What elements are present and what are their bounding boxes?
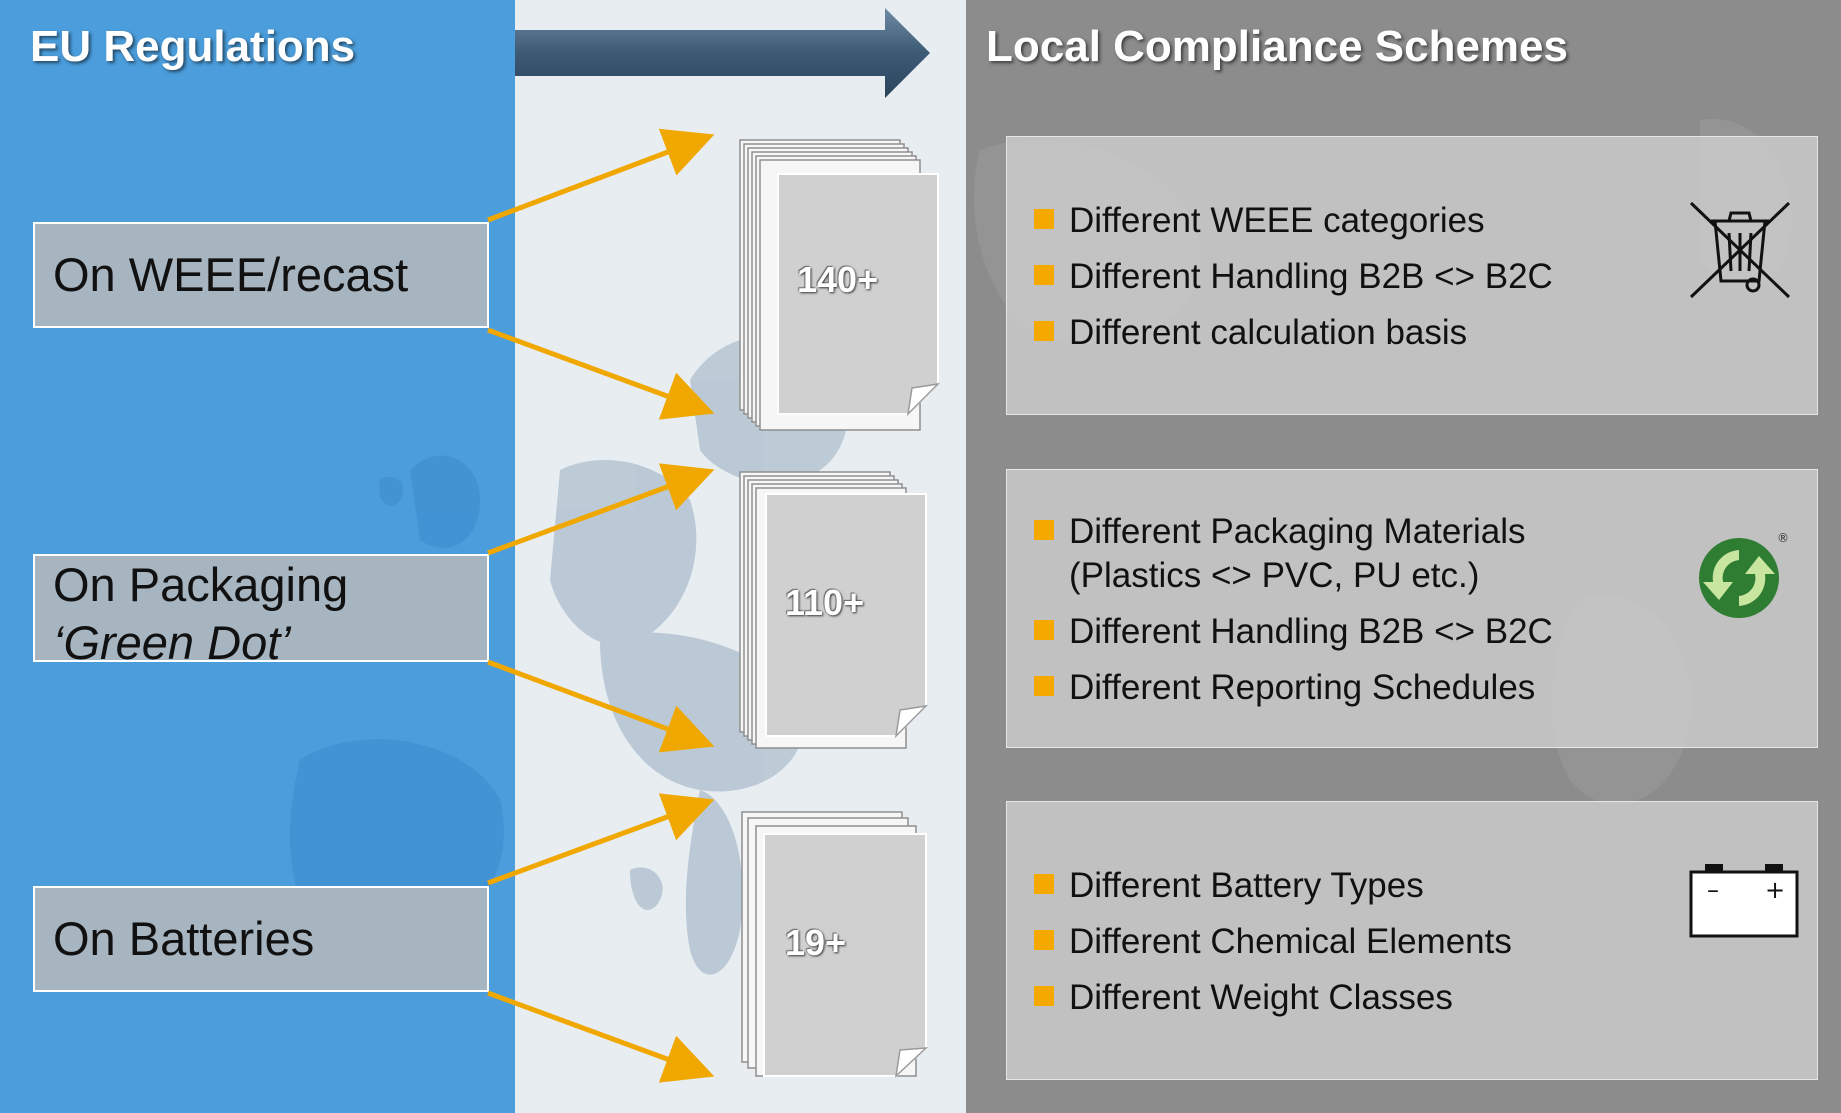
arrow-weee-bottom bbox=[487, 327, 715, 420]
arrow-weee-top bbox=[487, 128, 715, 223]
list-item: Different WEEE categories bbox=[1029, 199, 1553, 243]
arrow-packaging-top bbox=[487, 463, 715, 556]
scheme-packaging-list: Different Packaging Materials (Plastics … bbox=[1029, 510, 1553, 722]
list-item: Different Reporting Schedules bbox=[1029, 666, 1553, 710]
list-item: Different Handling B2B <> B2C bbox=[1029, 255, 1553, 299]
regulation-label: On Batteries bbox=[53, 912, 315, 965]
arrow-batteries-bottom bbox=[487, 990, 715, 1083]
regulation-label: On Packaging bbox=[53, 558, 349, 611]
scheme-box-batteries: Different Battery Types Different Chemic… bbox=[1006, 801, 1818, 1080]
eu-regulations-heading: EU Regulations bbox=[30, 22, 356, 71]
regulation-weee: On WEEE/recast bbox=[33, 222, 489, 328]
regulation-batteries: On Batteries bbox=[33, 886, 489, 992]
arrow-batteries-top bbox=[487, 793, 715, 886]
document-count-19: 19+ bbox=[785, 922, 847, 963]
list-item: Different Weight Classes bbox=[1029, 976, 1512, 1020]
regulation-label: On WEEE/recast bbox=[53, 248, 409, 301]
green-dot-icon: ® bbox=[1699, 531, 1789, 618]
document-count-110: 110+ bbox=[785, 582, 865, 623]
list-item: Different Battery Types bbox=[1029, 864, 1512, 908]
battery-minus-label: – bbox=[1707, 876, 1719, 904]
list-item-sublabel: (Plastics <> PVC, PU etc.) bbox=[1069, 556, 1480, 595]
scheme-box-packaging: Different Packaging Materials (Plastics … bbox=[1006, 469, 1818, 748]
regulation-packaging: On Packaging ‘Green Dot’ bbox=[33, 554, 489, 669]
list-item: Different Chemical Elements bbox=[1029, 920, 1512, 964]
list-item: Different calculation basis bbox=[1029, 311, 1553, 355]
registered-mark: ® bbox=[1777, 531, 1789, 545]
battery-plus-label: + bbox=[1765, 876, 1785, 904]
battery-icon: – + bbox=[1689, 864, 1799, 938]
list-item: Different Handling B2B <> B2C bbox=[1029, 610, 1553, 654]
document-count-140: 140+ bbox=[797, 259, 879, 300]
scheme-box-weee: Different WEEE categories Different Hand… bbox=[1006, 136, 1818, 415]
local-compliance-heading: Local Compliance Schemes bbox=[986, 22, 1568, 71]
document-stack-140 bbox=[739, 139, 941, 431]
document-stack-19 bbox=[741, 811, 929, 1079]
document-stack-110 bbox=[739, 471, 929, 749]
list-item: Different Packaging Materials (Plastics … bbox=[1029, 510, 1553, 598]
scheme-batteries-list: Different Battery Types Different Chemic… bbox=[1029, 864, 1512, 1032]
crossed-out-wheelie-bin-icon bbox=[1689, 201, 1791, 299]
regulation-sublabel: ‘Green Dot’ bbox=[53, 616, 291, 669]
arrow-packaging-bottom bbox=[487, 659, 715, 753]
scheme-weee-list: Different WEEE categories Different Hand… bbox=[1029, 199, 1553, 367]
list-item-label: Different Packaging Materials bbox=[1069, 512, 1526, 551]
